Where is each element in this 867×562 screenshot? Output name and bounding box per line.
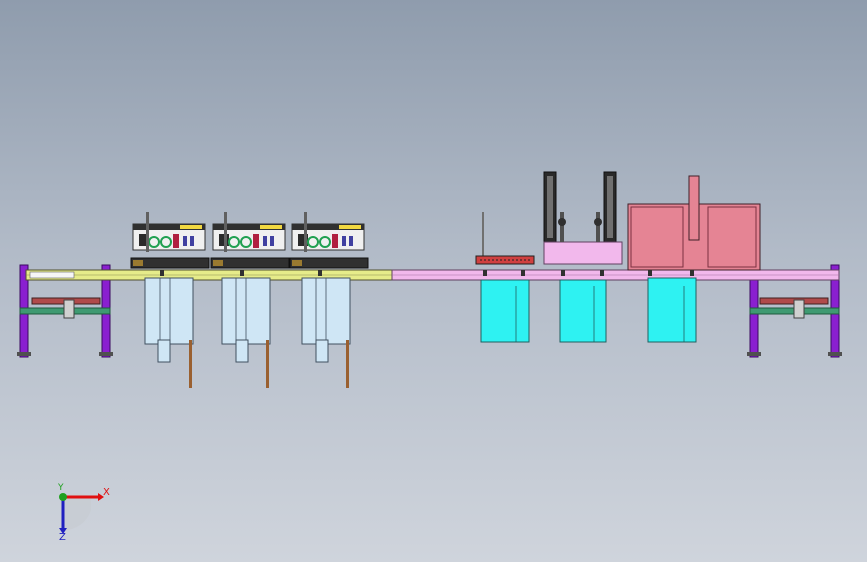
- axis-triad: [59, 493, 104, 534]
- rail-markers: [160, 270, 694, 276]
- axis-x-label: X: [103, 487, 110, 498]
- axis-z-label: Z: [59, 532, 66, 543]
- assembly-station-2[interactable]: [210, 212, 290, 388]
- collection-bin-1[interactable]: [480, 279, 530, 343]
- conveyor-rail-pink[interactable]: [391, 269, 840, 281]
- assembly-station-3[interactable]: [289, 212, 369, 388]
- left-support-frame[interactable]: [17, 264, 113, 358]
- assembly-station-1[interactable]: [130, 212, 210, 388]
- collection-bin-3[interactable]: [647, 277, 697, 343]
- axis-y-label: Y: [58, 483, 64, 493]
- press-unit[interactable]: [543, 171, 623, 265]
- collection-bin-2[interactable]: [559, 279, 607, 343]
- control-cabinet[interactable]: [627, 175, 761, 271]
- feeder-carriage[interactable]: [475, 212, 535, 265]
